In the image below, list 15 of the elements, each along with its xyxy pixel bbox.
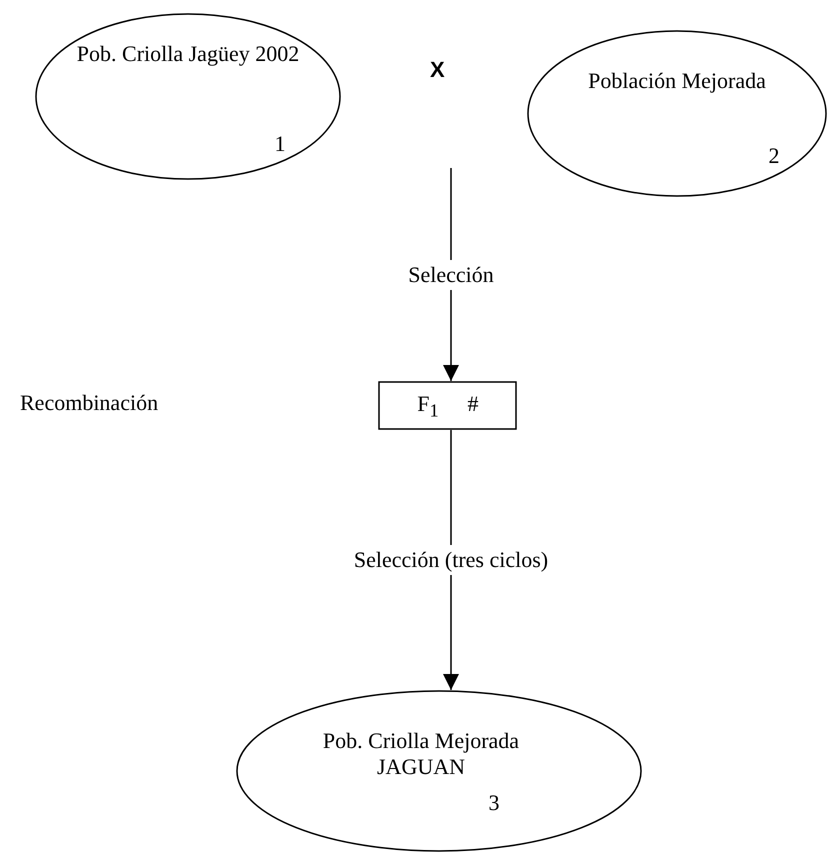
population-ellipse xyxy=(236,690,642,852)
process-box xyxy=(378,381,517,430)
node-label: Pob. Criolla Jagüey 2002 xyxy=(76,41,300,68)
node-number: 1 xyxy=(274,131,286,158)
node-number: 3 xyxy=(488,790,500,816)
cross-symbol: X xyxy=(430,57,445,83)
population-ellipse xyxy=(527,30,827,197)
arrow xyxy=(443,430,459,690)
node-number: 2 xyxy=(768,143,780,170)
node-label: Población Mejorada xyxy=(587,68,767,94)
node-label: F$_{1}$ xyxy=(416,391,440,422)
node-label: Pob. Criolla Mejorada JAGUAN xyxy=(322,728,520,781)
population-ellipse xyxy=(35,13,341,180)
node-number: # xyxy=(466,391,480,418)
step-label: Recombinación xyxy=(20,390,158,416)
